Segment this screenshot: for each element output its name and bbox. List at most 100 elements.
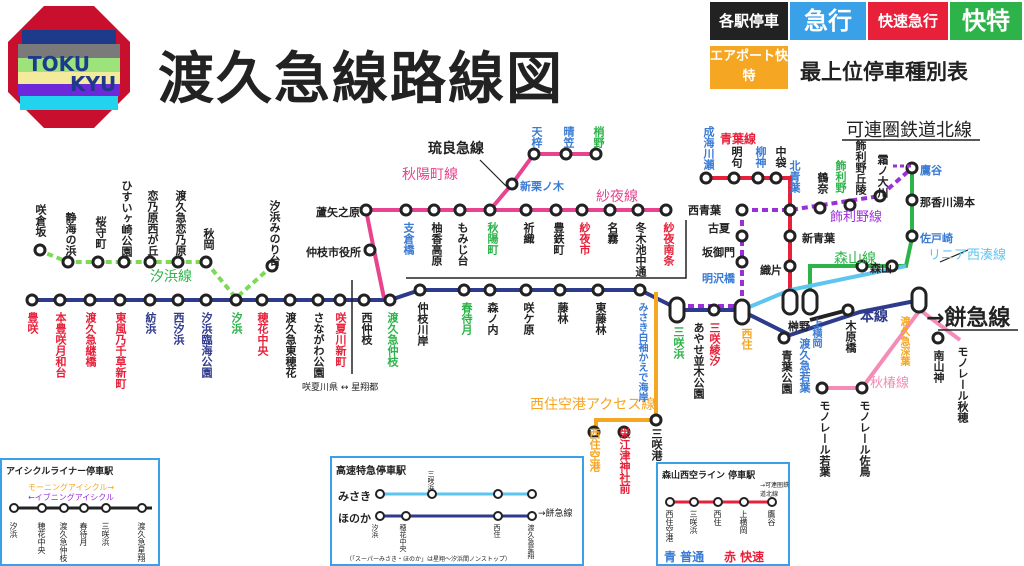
station-marker (553, 283, 567, 297)
ryura-pointer (479, 159, 507, 187)
station-marker (359, 203, 373, 217)
station-name: 恋乃原西が丘 (146, 190, 159, 256)
station-name: みさき白袖かえで海岸 (636, 302, 647, 402)
station-name: 栄江津神社前 (618, 428, 631, 494)
linear-pointer (939, 249, 969, 263)
station-marker (735, 229, 749, 243)
station-marker (199, 255, 213, 269)
label-shuyomachi: 秋陽町線 (402, 167, 458, 183)
inset-caption-red: 赤 快速 (724, 550, 765, 564)
station-name: あやせ並木公園 (692, 322, 705, 399)
station-name: モノレール秋穂 (956, 346, 969, 423)
station-marker (91, 255, 105, 269)
station-name: モノレール佐鳥 (858, 400, 871, 477)
station-name: 榊野 (788, 320, 810, 333)
station-name: 祈織 (522, 222, 535, 244)
label-region-note: 咲夏川県 ↔ 星翔都 (302, 383, 379, 393)
inset-station-name: 渡久急仲枝 (59, 522, 68, 562)
inset-station-name: 上横岡 (739, 510, 748, 534)
inset-express-lines (375, 489, 537, 521)
inset-icycle-line2: ←イブニングアイシクル (28, 493, 115, 502)
station-marker (61, 255, 75, 269)
station-marker (727, 171, 741, 185)
station-marker (357, 293, 371, 307)
inset-station-name: 三咲浜 (427, 470, 435, 491)
inset-morinoyama-north: →可連圏鉄道北線 (760, 482, 790, 498)
inset-station-marker (665, 497, 675, 507)
label-shiohama: 汐浜線 (150, 269, 192, 285)
interchange-kamiyokooka (801, 288, 819, 316)
station-name: 仲枝市役所 (306, 246, 361, 259)
station-marker (427, 203, 441, 217)
station-name: 西住空港 (588, 428, 601, 472)
station-name: 天梓 (530, 126, 543, 148)
inset-caption-blue: 青 普通 (664, 550, 705, 564)
station-marker (777, 331, 791, 345)
label-shurei: 飾利野線 (830, 210, 883, 225)
station-name: 上横岡 (810, 318, 821, 348)
interchange-sakakino (781, 288, 799, 316)
station-marker (549, 203, 563, 217)
station-name: 咲ケ原 (522, 302, 535, 335)
station-name: 汐浜臨海公園 (200, 312, 213, 378)
station-marker (113, 293, 127, 307)
station-name: 東藤林 (594, 302, 607, 335)
station-marker (519, 203, 533, 217)
logo-text-toku: TOKU (28, 52, 91, 76)
station-marker (699, 171, 713, 185)
station-marker (559, 147, 573, 161)
station-name: 三咲浜 (672, 326, 685, 359)
legend-rapid-express: 快速急行 (868, 2, 948, 40)
station-name: 汐浜 (230, 312, 243, 334)
station-name: 佐戸崎 (920, 232, 953, 245)
inset-station-marker (37, 503, 47, 513)
interchange-sansakihama (668, 296, 686, 324)
inset-station-marker (401, 511, 411, 521)
station-name: 秋岡 (202, 228, 215, 250)
station-marker (363, 243, 377, 257)
station-marker (751, 171, 765, 185)
station-name: 渡久急若葉 (798, 338, 811, 393)
inset-station-marker (689, 497, 699, 507)
station-name: 中袋 (774, 146, 787, 168)
station-marker (117, 255, 131, 269)
station-name: 桜守町 (94, 216, 107, 249)
station-name: 飾利野 (834, 160, 847, 193)
inset-station-name: 渡久急星翔 (527, 524, 535, 559)
station-marker (783, 203, 797, 217)
station-name: 青葉線 (720, 132, 757, 146)
station-marker (855, 381, 869, 395)
inset-station-marker (79, 503, 89, 513)
station-name: 春待月 (460, 302, 473, 335)
station-name: 西青葉 (688, 204, 721, 217)
station-name: 渡久急恋乃原 (174, 190, 187, 256)
station-marker (905, 193, 919, 207)
label-nishisumi: 西住空港アクセス線 (530, 397, 656, 413)
station-marker (399, 203, 413, 217)
station-marker (265, 259, 279, 273)
station-marker (633, 283, 647, 297)
inset-express-row1: みさき (338, 490, 371, 503)
station-name: 霜ノ大川 (876, 154, 889, 198)
station-marker (527, 147, 541, 161)
inset-morinoyama-west: 森山西空ライン 停車駅 →可連圏鉄道北線 西住空港 三咲浜 西住 上横岡 鷹谷 … (656, 462, 790, 566)
inset-station-marker (59, 503, 69, 513)
inset-express-title: 高速特急停車駅 (336, 466, 406, 477)
station-name: 汐浜みのり台 (268, 200, 281, 266)
legend-caption: 最上位停車種別表 (800, 60, 968, 84)
inset-station-name: 西住空港 (665, 510, 674, 542)
label-linear: リニア西湊線 (928, 248, 1007, 263)
station-name: 鷹谷 (920, 164, 942, 177)
inset-station-name: 西住 (713, 510, 722, 526)
inset-station-name: 渡久急星翔 (137, 522, 146, 562)
inset-express: 高速特急停車駅 みさき ほのか 三咲浜 →餅急線 汐浜 穂花中央 西住 渡久急星… (330, 456, 584, 566)
station-marker (457, 283, 471, 297)
station-name: 那香川湯本 (920, 196, 975, 209)
page-title: 渡久急線路線図 (158, 47, 564, 112)
station-marker (171, 293, 185, 307)
inset-station-marker (137, 503, 147, 513)
station-name: 鶴奈 (816, 172, 829, 194)
station-marker (589, 147, 603, 161)
station-marker (813, 201, 827, 215)
station-marker (855, 259, 869, 273)
